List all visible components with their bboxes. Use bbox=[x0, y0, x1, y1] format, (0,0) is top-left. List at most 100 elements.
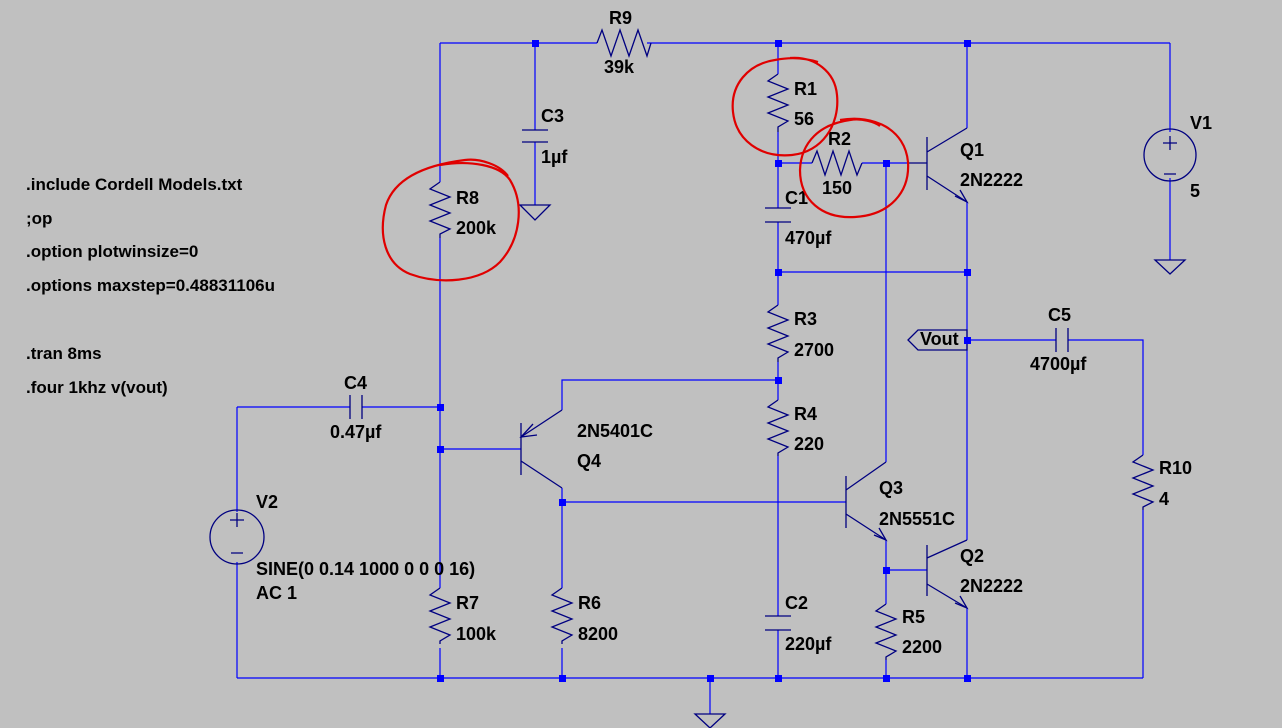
capacitors bbox=[349, 129, 1069, 631]
junction-node bbox=[964, 675, 971, 682]
junction-node bbox=[964, 269, 971, 276]
junction-node bbox=[883, 567, 890, 574]
capacitor-c4 bbox=[349, 395, 363, 419]
resistor-r7 bbox=[428, 587, 452, 644]
voltage-source-v2 bbox=[209, 509, 265, 565]
transistor-q4 bbox=[520, 409, 563, 489]
c5-name: C5 bbox=[1048, 305, 1071, 325]
q4-model: 2N5401C bbox=[577, 421, 653, 441]
capacitor-c3 bbox=[522, 129, 548, 143]
ground-icon bbox=[1153, 259, 1187, 275]
junction-node bbox=[775, 269, 782, 276]
r4-value: 220 bbox=[794, 434, 824, 454]
junction-node bbox=[883, 160, 890, 167]
annotation-circle-r1 bbox=[731, 56, 839, 157]
junction-node bbox=[437, 446, 444, 453]
r7-value: 100k bbox=[456, 624, 497, 644]
r2-value: 150 bbox=[822, 178, 852, 198]
junction-node bbox=[532, 40, 539, 47]
capacitor-c5 bbox=[1055, 328, 1069, 352]
directive-include[interactable]: .include Cordell Models.txt bbox=[26, 175, 243, 194]
junction-node bbox=[775, 160, 782, 167]
capacitor-c1 bbox=[765, 207, 791, 223]
junction-node bbox=[559, 675, 566, 682]
ground-icon bbox=[693, 713, 727, 728]
red-annotations bbox=[381, 56, 910, 282]
sources bbox=[209, 128, 1197, 565]
spice-directives: .include Cordell Models.txt ;op .option … bbox=[26, 175, 275, 397]
q3-name: Q3 bbox=[879, 478, 903, 498]
v2-value: SINE(0 0.14 1000 0 0 0 16) bbox=[256, 559, 475, 579]
directive-maxstep[interactable]: .options maxstep=0.48831106u bbox=[26, 276, 275, 295]
q4-name: Q4 bbox=[577, 451, 601, 471]
c2-name: C2 bbox=[785, 593, 808, 613]
voltage-source-v1 bbox=[1143, 128, 1197, 182]
transistor-q1 bbox=[908, 127, 968, 203]
r6-name: R6 bbox=[578, 593, 601, 613]
resistor-r3 bbox=[766, 304, 790, 362]
junction-node bbox=[775, 675, 782, 682]
resistor-r5 bbox=[874, 603, 898, 660]
r10-name: R10 bbox=[1159, 458, 1192, 478]
q1-emitter-arrow bbox=[954, 189, 969, 204]
c4-name: C4 bbox=[344, 373, 367, 393]
junction-node bbox=[437, 404, 444, 411]
q2-emitter-arrow bbox=[954, 595, 969, 610]
r5-name: R5 bbox=[902, 607, 925, 627]
v2-ac: AC 1 bbox=[256, 583, 297, 603]
c3-value: 1µf bbox=[541, 147, 568, 167]
transistor-q2 bbox=[926, 539, 968, 609]
v2-name: V2 bbox=[256, 492, 278, 512]
r3-name: R3 bbox=[794, 309, 817, 329]
q4-emitter-wire bbox=[561, 379, 778, 410]
junction-node bbox=[559, 499, 566, 506]
c5-value: 4700µf bbox=[1030, 354, 1087, 374]
c1-value: 470µf bbox=[785, 228, 832, 248]
q4-emitter-arrow bbox=[519, 423, 538, 438]
annotation-circle-r2 bbox=[798, 117, 910, 219]
transistor-q3 bbox=[845, 461, 887, 541]
junction-node bbox=[437, 675, 444, 682]
resistor-r2 bbox=[811, 148, 863, 178]
output-load-wire bbox=[967, 339, 1144, 678]
q1-model: 2N2222 bbox=[960, 170, 1023, 190]
q2-model: 2N2222 bbox=[960, 576, 1023, 596]
r7-name: R7 bbox=[456, 593, 479, 613]
junction-node bbox=[707, 675, 714, 682]
resistor-r4 bbox=[766, 399, 790, 456]
r9-value: 39k bbox=[604, 57, 635, 77]
v2-polarity-icon bbox=[230, 513, 244, 554]
r5-value: 2200 bbox=[902, 637, 942, 657]
wires bbox=[236, 42, 1171, 714]
r10-value: 4 bbox=[1159, 489, 1169, 509]
resistor-r10 bbox=[1131, 454, 1155, 510]
capacitor-c2 bbox=[765, 615, 791, 631]
q1-name: Q1 bbox=[960, 140, 984, 160]
junction-node bbox=[883, 675, 890, 682]
r6-value: 8200 bbox=[578, 624, 618, 644]
q2-name: Q2 bbox=[960, 546, 984, 566]
directive-four[interactable]: .four 1khz v(vout) bbox=[26, 378, 168, 397]
r8-name: R8 bbox=[456, 188, 479, 208]
directive-plotwinsize[interactable]: .option plotwinsize=0 bbox=[26, 242, 198, 261]
r4-name: R4 bbox=[794, 404, 817, 424]
resistors bbox=[428, 28, 1155, 660]
r3-value: 2700 bbox=[794, 340, 834, 360]
r1-value: 56 bbox=[794, 109, 814, 129]
grounds bbox=[518, 204, 1187, 728]
v1-polarity-icon bbox=[1163, 136, 1177, 175]
junction-node bbox=[964, 40, 971, 47]
transistors bbox=[519, 127, 969, 610]
directive-tran[interactable]: .tran 8ms bbox=[26, 344, 102, 363]
q3-model: 2N5551C bbox=[879, 509, 955, 529]
resistor-r1 bbox=[766, 73, 790, 132]
component-labels: R9 39k R1 56 R2 150 C3 1µf R8 200k C1 47… bbox=[256, 8, 1212, 657]
junction-node bbox=[964, 337, 971, 344]
directive-op[interactable]: ;op bbox=[26, 209, 52, 228]
r2-name: R2 bbox=[828, 129, 851, 149]
resistor-r8 bbox=[428, 181, 452, 238]
junction-node bbox=[775, 377, 782, 384]
c1-name: C1 bbox=[785, 188, 808, 208]
